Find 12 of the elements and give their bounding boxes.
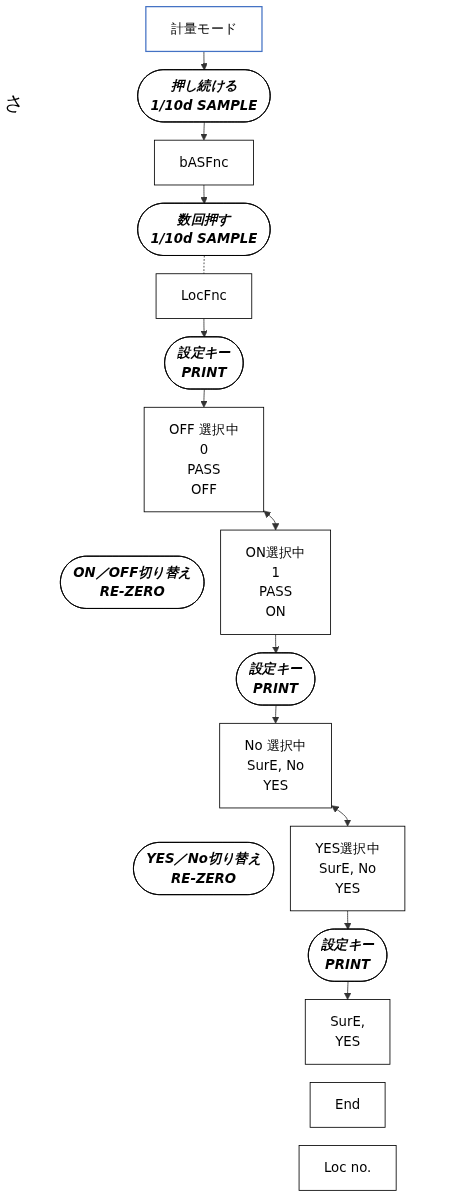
node-box: OFF 選択中 0 PASS OFF — [143, 406, 264, 513]
arrow — [263, 510, 280, 531]
node-box: SurE, YES — [304, 999, 391, 1065]
node-box: ON選択中 1 PASS ON — [220, 529, 331, 635]
node-box: End — [309, 1082, 386, 1128]
node-box: No 選択中 SurE, No YES — [219, 722, 332, 809]
node-box: bASFnc — [153, 139, 254, 186]
node-box: LocFnc — [155, 273, 253, 319]
note-text: さ — [4, 90, 24, 117]
node-box: 計量モード — [145, 6, 263, 53]
node-box: YES選択中 SurE, No YES — [289, 825, 406, 912]
node-box: Loc no. — [298, 1145, 397, 1191]
